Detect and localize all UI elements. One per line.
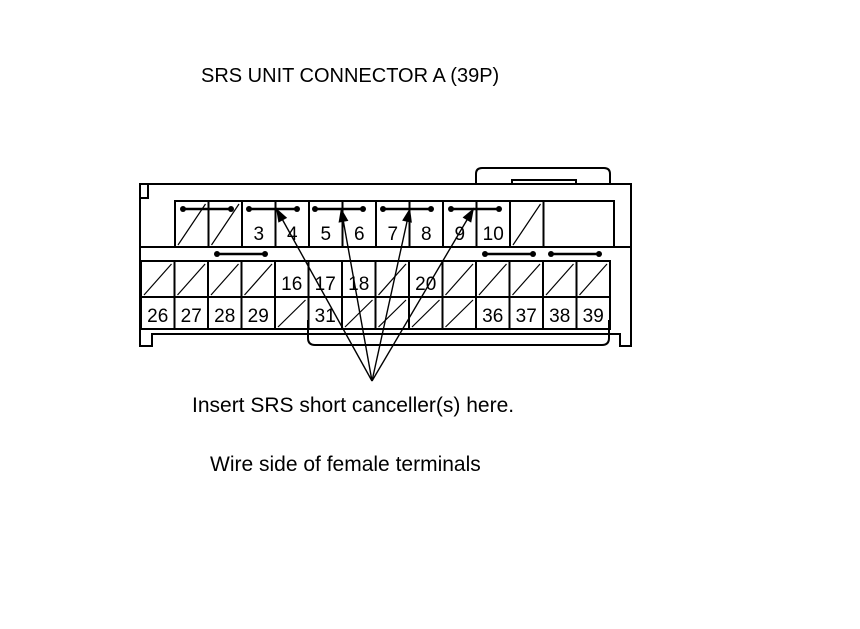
blocked-cavity-hatch [378, 299, 407, 328]
terminal-number: 7 [387, 224, 398, 245]
shorting-bar-end [428, 206, 434, 212]
pointer-line [340, 207, 373, 382]
terminal-number: 5 [320, 224, 331, 245]
blocked-cavity-hatch [177, 263, 206, 296]
shorting-bar-end [380, 206, 386, 212]
shorting-bar-end [548, 251, 554, 257]
terminal-row-3: 26 27 28 29 31 36 37 38 39 [140, 296, 611, 330]
shorting-bars [180, 206, 602, 257]
terminal-number: 17 [315, 274, 336, 295]
blocked-cavity-hatch [445, 263, 474, 296]
blocked-cavity-hatch [545, 263, 574, 296]
terminal-number: 36 [482, 306, 503, 327]
blocked-cavity-hatch [177, 203, 206, 246]
terminal-number: 18 [348, 274, 369, 295]
terminal-number: 10 [483, 224, 504, 245]
pointer-line [371, 207, 475, 382]
shorting-bar-end [262, 251, 268, 257]
terminal-number: 37 [516, 306, 537, 327]
connector-housing [139, 167, 632, 347]
blocked-cavity-hatch [579, 263, 608, 296]
blocked-cavity-hatch [143, 263, 172, 296]
blocked-cavity-hatch [512, 263, 541, 296]
blocked-cavity-hatch [411, 299, 440, 328]
pointer-line [371, 207, 411, 382]
blocked-cavity-hatch [277, 299, 306, 328]
terminal-number: 16 [281, 274, 302, 295]
terminal-number: 39 [583, 306, 604, 327]
terminal-number: 31 [315, 306, 336, 327]
arrowhead-icon [276, 208, 288, 223]
blocked-cavity-hatch [344, 299, 373, 328]
shorting-bar-end [312, 206, 318, 212]
blocked-cavity-hatch [210, 263, 239, 296]
terminal-number: 9 [454, 224, 465, 245]
terminal-number: 6 [354, 224, 365, 245]
shorting-bar-end [530, 251, 536, 257]
terminal-number: 38 [549, 306, 570, 327]
shorting-bar-end [294, 206, 300, 212]
arrowhead-icon [402, 208, 412, 223]
terminal-number: 28 [214, 306, 235, 327]
blocked-cavity-hatch [512, 203, 541, 246]
shorting-bar-end [448, 206, 454, 212]
shorting-bar-end [596, 251, 602, 257]
terminal-number: 20 [415, 274, 436, 295]
blocked-cavity-hatch [211, 203, 240, 246]
terminal-cell [575, 296, 611, 330]
shorting-bar-end [496, 206, 502, 212]
terminal-number: 3 [253, 224, 264, 245]
pointer-line [275, 207, 373, 382]
instruction-text: Insert SRS short canceller(s) here. [192, 394, 514, 417]
arrowhead-icon [338, 208, 349, 223]
shorting-bar-end [246, 206, 252, 212]
blocked-cavity-hatch [244, 263, 273, 296]
blocked-cavity-hatch [378, 263, 407, 296]
shorting-bar-end [482, 251, 488, 257]
pointer-arrows [275, 207, 475, 382]
shorting-bar-end [180, 206, 186, 212]
terminal-number: 27 [181, 306, 202, 327]
terminal-number: 4 [287, 224, 298, 245]
shorting-bar-end [214, 251, 220, 257]
arrowhead-icon [462, 208, 474, 223]
diagram-title: SRS UNIT CONNECTOR A (39P) [201, 65, 499, 87]
view-subtitle: Wire side of female terminals [210, 453, 481, 476]
blocked-cavity-hatch [445, 299, 474, 328]
terminal-number: 26 [147, 306, 168, 327]
terminal-number: 8 [421, 224, 432, 245]
shorting-bar-end [360, 206, 366, 212]
shorting-bar-end [228, 206, 234, 212]
blocked-cavity-hatch [478, 263, 507, 296]
terminal-number: 29 [248, 306, 269, 327]
